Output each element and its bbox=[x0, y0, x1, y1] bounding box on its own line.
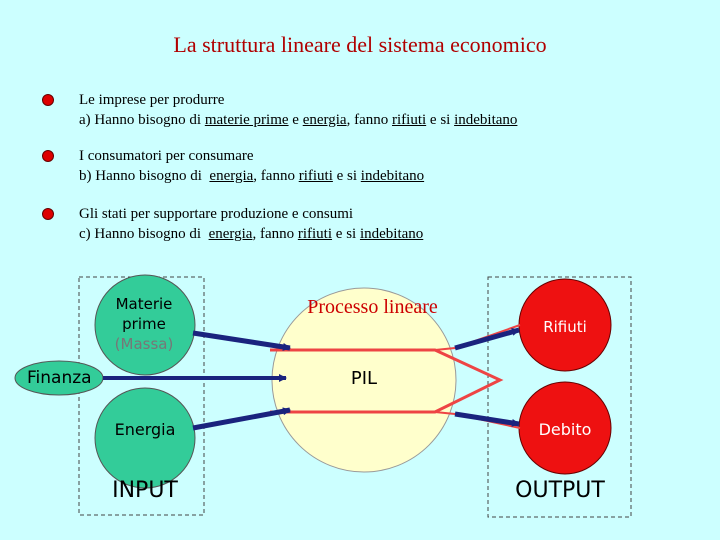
term-materie-prime: materie prime bbox=[204, 112, 289, 128]
term-indebitano: indebitano bbox=[454, 112, 518, 128]
arrow-rifiuti bbox=[454, 327, 520, 351]
materie-line: prime bbox=[122, 315, 166, 333]
pil-label: PIL bbox=[350, 368, 378, 389]
bullet-marker bbox=[42, 208, 54, 220]
bullet-heading: Le imprese per produrre bbox=[79, 92, 225, 108]
materie-line: Materie bbox=[115, 295, 173, 313]
debito-label: Debito bbox=[538, 420, 592, 439]
term-rifiuti: rifiuti bbox=[297, 226, 333, 242]
bullet-text-imprese: Le imprese per produrre a) Hanno bisogno… bbox=[79, 90, 517, 130]
detail-text: e si bbox=[332, 226, 360, 242]
input-label: INPUT bbox=[112, 478, 178, 503]
term-rifiuti: rifiuti bbox=[392, 112, 427, 128]
detail-prefix: a) Hanno bisogno di bbox=[79, 112, 205, 128]
output-box bbox=[487, 276, 632, 518]
finanza-label: Finanza bbox=[27, 368, 92, 388]
bullet-heading: I consumatori per consumare bbox=[79, 148, 254, 164]
term-indebitano: indebitano bbox=[359, 226, 424, 242]
bullet-heading: Gli stati per supportare produzione e co… bbox=[79, 206, 354, 222]
term-energia: energia bbox=[208, 226, 253, 242]
rifiuti-label: Rifiuti bbox=[543, 318, 587, 336]
detail-text: e si bbox=[332, 168, 361, 184]
arrow-materie bbox=[192, 330, 291, 351]
term-energia: energia bbox=[209, 168, 254, 184]
energia-label: Energia bbox=[114, 420, 176, 439]
materie-prime-label: Materie prime (Massa) bbox=[100, 294, 188, 354]
processo-lineare-label: Processo lineare bbox=[307, 296, 438, 318]
bullet-detail: b) Hanno bisogno di energia, fanno rifiu… bbox=[79, 166, 424, 186]
detail-text: , fanno bbox=[346, 112, 392, 128]
term-indebitano: indebitano bbox=[360, 168, 425, 184]
bullet-marker bbox=[42, 94, 54, 106]
term-energia: energia bbox=[302, 112, 347, 128]
energia-circle bbox=[94, 387, 196, 489]
detail-prefix: b) Hanno bisogno di bbox=[79, 168, 210, 184]
arrow-energia bbox=[192, 407, 291, 431]
bullet-detail: a) Hanno bisogno di materie prime e ener… bbox=[79, 110, 517, 130]
detail-prefix: c) Hanno bisogno di bbox=[79, 226, 209, 242]
bullet-text-consumatori: I consumatori per consumare b) Hanno bis… bbox=[79, 146, 424, 186]
flow-triangle-outer bbox=[270, 348, 504, 414]
page-title: La struttura lineare del sistema economi… bbox=[173, 32, 547, 57]
bullet-text-stati: Gli stati per supportare produzione e co… bbox=[79, 204, 423, 244]
bullet-marker bbox=[42, 150, 54, 162]
detail-text: e si bbox=[426, 112, 455, 128]
arrow-debito bbox=[454, 411, 520, 427]
materie-line: (Massa) bbox=[114, 335, 174, 353]
term-rifiuti: rifiuti bbox=[298, 168, 333, 184]
detail-text: , fanno bbox=[253, 168, 299, 184]
detail-text: e bbox=[288, 112, 303, 128]
materie-circle bbox=[94, 274, 196, 376]
output-label: OUTPUT bbox=[515, 478, 605, 503]
detail-text: , fanno bbox=[252, 226, 298, 242]
bullet-detail: c) Hanno bisogno di energia, fanno rifiu… bbox=[79, 224, 423, 244]
